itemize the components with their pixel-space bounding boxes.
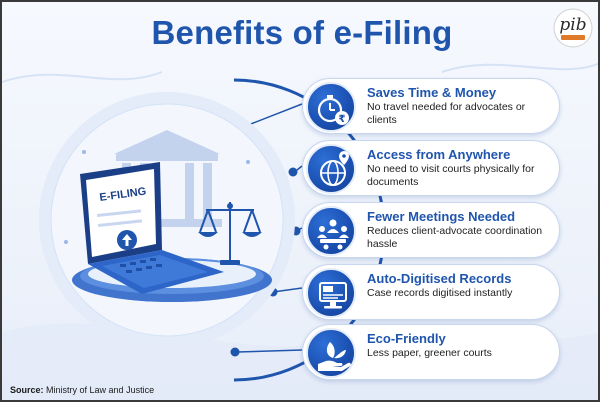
benefit-description: Less paper, greener courts [367, 347, 492, 359]
benefit-title: Auto-Digitised Records [367, 271, 512, 286]
svg-text:₹: ₹ [339, 114, 346, 125]
benefit-title: Access from Anywhere [367, 147, 511, 162]
benefit-description: Case records digitised instantly [367, 287, 513, 299]
benefit-description: No need to visit courts physically for d… [367, 163, 535, 188]
benefit-title: Saves Time & Money [367, 85, 497, 100]
laptop-icon [80, 162, 224, 294]
benefit-description: No travel needed for advocates or client… [367, 101, 526, 126]
stopwatch-rupee-icon: ₹ [306, 82, 356, 132]
source-credit: Source: Ministry of Law and Justice [10, 385, 154, 395]
benefit-description: Reduces client-advocate coordination has… [367, 225, 543, 250]
benefit-item-eco-friendly: Eco-Friendly Less paper, greener courts [302, 324, 560, 380]
hand-leaf-icon [306, 328, 356, 378]
source-value: Ministry of Law and Justice [46, 385, 155, 395]
source-label: Source: [10, 385, 44, 395]
globe-location-icon [306, 144, 356, 194]
benefit-title: Fewer Meetings Needed [367, 209, 516, 224]
benefit-item-saves-time: ₹ Saves Time & Money No travel needed fo… [302, 78, 560, 134]
pib-logo-text: pib [559, 15, 586, 35]
benefit-item-access-anywhere: Access from Anywhere No need to visit co… [302, 140, 560, 196]
page-title: Benefits of e-Filing [151, 14, 453, 51]
pib-logo: pib [553, 8, 593, 48]
benefit-title: Eco-Friendly [367, 331, 446, 346]
meeting-people-icon [306, 206, 356, 256]
scales-icon [199, 202, 261, 262]
benefit-item-auto-digitised: Auto-Digitised Records Case records digi… [302, 264, 560, 320]
benefit-item-fewer-meetings: Fewer Meetings Needed Reduces client-adv… [302, 202, 560, 258]
monitor-code-icon [306, 268, 356, 318]
